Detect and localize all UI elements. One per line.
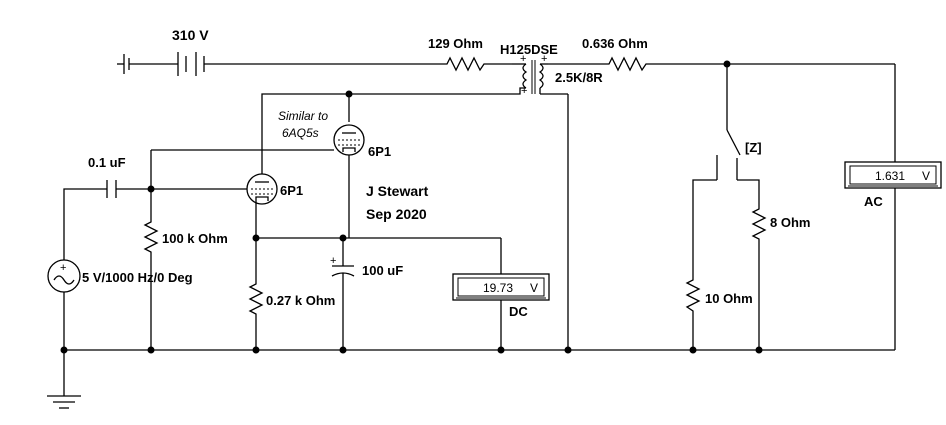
ac-meter-value: 1.631 xyxy=(875,169,905,183)
ac-voltmeter: 1.631 V xyxy=(844,161,942,189)
battery-310v xyxy=(117,52,205,76)
resistor-10-ohm xyxy=(685,276,701,350)
ac-meter-unit: V xyxy=(922,169,930,183)
dc-meter-value: 19.73 xyxy=(483,281,513,295)
svg-text:+: + xyxy=(60,262,66,274)
source-label: 5 V/1000 Hz/0 Deg xyxy=(82,270,193,285)
ground-symbol xyxy=(47,350,81,409)
author-date: Sep 2020 xyxy=(366,206,427,222)
switch-z[interactable] xyxy=(692,64,760,276)
dc-voltmeter: 19.73 V xyxy=(452,273,550,301)
tube-lower-label: 6P1 xyxy=(280,183,303,198)
cap-100uf-label: 100 uF xyxy=(362,263,403,278)
cap-input-label: 0.1 uF xyxy=(88,155,126,170)
resistor-8-ohm-label: 8 Ohm xyxy=(770,215,810,230)
similar-to-line2: 6AQ5s xyxy=(282,126,319,140)
dc-meter-unit: V xyxy=(530,281,538,295)
dc-meter-mode: DC xyxy=(509,304,528,319)
resistor-100k-ohm xyxy=(143,189,159,350)
resistor-027k-label: 0.27 k Ohm xyxy=(266,293,335,308)
svg-text:+: + xyxy=(520,53,526,65)
resistor-0636-ohm-label: 0.636 Ohm xyxy=(582,36,648,51)
battery-voltage-label: 310 V xyxy=(172,27,209,43)
switch-key-label: [Z] xyxy=(745,140,762,155)
ac-source: + xyxy=(47,259,81,350)
svg-text:+: + xyxy=(521,85,527,97)
similar-to-line1: Similar to xyxy=(278,109,328,123)
svg-text:+: + xyxy=(541,53,547,65)
resistor-129-ohm-label: 129 Ohm xyxy=(428,36,483,51)
tube-6p1-lower xyxy=(246,112,278,238)
transformer-ratio-label: 2.5K/8R xyxy=(555,70,603,85)
resistor-129-ohm xyxy=(443,56,512,72)
resistor-0636-ohm xyxy=(606,56,727,72)
author-name: J Stewart xyxy=(366,183,429,199)
tube-6p1-upper xyxy=(333,124,365,238)
transformer-name-label: H125DSE xyxy=(500,42,558,57)
capacitor-100uf: + xyxy=(330,238,355,350)
resistor-10-ohm-label: 10 Ohm xyxy=(705,291,753,306)
svg-text:+: + xyxy=(330,255,336,267)
tube-upper-label: 6P1 xyxy=(368,144,391,159)
transformer-h125dse: + + + xyxy=(512,53,568,97)
resistor-027k-ohm xyxy=(248,238,264,350)
capacitor-0-1uf xyxy=(63,180,151,260)
ac-meter-mode: AC xyxy=(864,194,883,209)
resistor-100k-label: 100 k Ohm xyxy=(162,231,228,246)
resistor-8-ohm xyxy=(751,206,767,350)
